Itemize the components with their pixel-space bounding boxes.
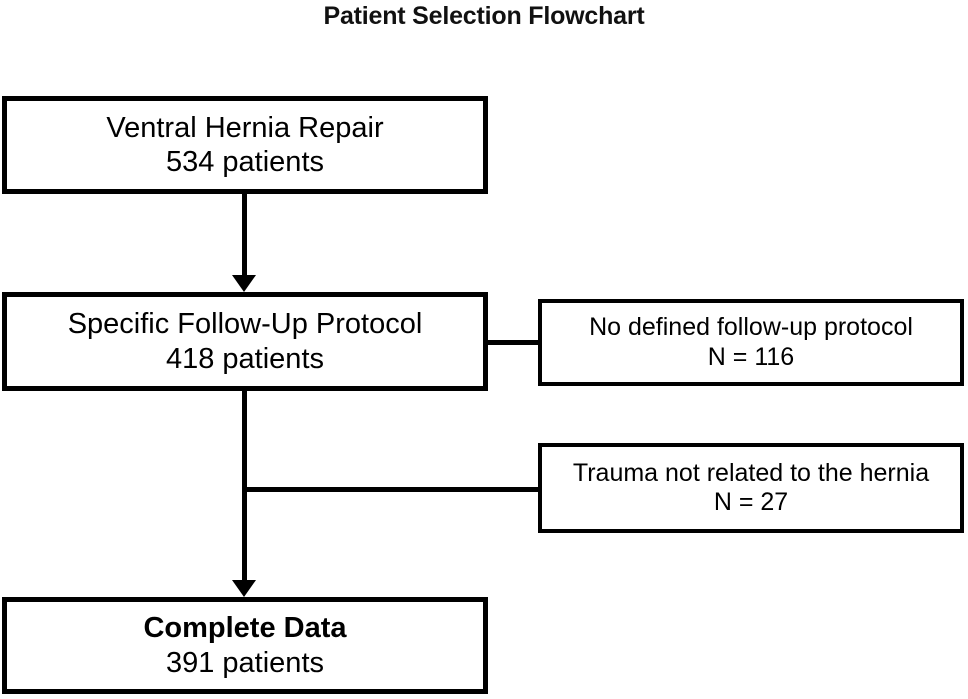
connector-trunk-to-excluded-trauma (242, 487, 540, 492)
node-specific-follow-up-protocol: Specific Follow-Up Protocol 418 patients (2, 292, 488, 391)
node-excluded-trauma: Trauma not related to the hernia N = 27 (538, 443, 964, 533)
connector-enrolled-to-protocol-line (242, 194, 247, 276)
node-ventral-hernia-repair: Ventral Hernia Repair 534 patients (2, 96, 488, 194)
node-excluded-trauma-line1: Trauma not related to the hernia (572, 458, 930, 487)
node-ventral-hernia-repair-line2: 534 patients (165, 146, 324, 178)
node-complete-data-line2: 391 patients (165, 646, 324, 679)
node-specific-follow-up-protocol-line1: Specific Follow-Up Protocol (67, 308, 423, 341)
node-excluded-no-defined-protocol-line1: No defined follow-up protocol (589, 313, 913, 341)
node-complete-data: Complete Data 391 patients (2, 597, 488, 694)
node-complete-data-line1: Complete Data (143, 612, 347, 645)
node-ventral-hernia-repair-line1: Ventral Hernia Repair (106, 111, 384, 144)
node-excluded-no-defined-protocol-line2: N = 116 (707, 342, 795, 371)
connector-protocol-to-complete-line (242, 391, 247, 581)
node-excluded-trauma-line2: N = 27 (713, 488, 789, 516)
page-title: Patient Selection Flowchart (323, 2, 645, 30)
connector-protocol-to-excluded-protocol (486, 340, 540, 345)
node-specific-follow-up-protocol-line2: 418 patients (165, 342, 324, 375)
connector-enrolled-to-protocol-arrowhead (232, 275, 256, 292)
connector-protocol-to-complete-arrowhead (232, 580, 256, 597)
node-excluded-no-defined-protocol: No defined follow-up protocol N = 116 (538, 299, 964, 386)
